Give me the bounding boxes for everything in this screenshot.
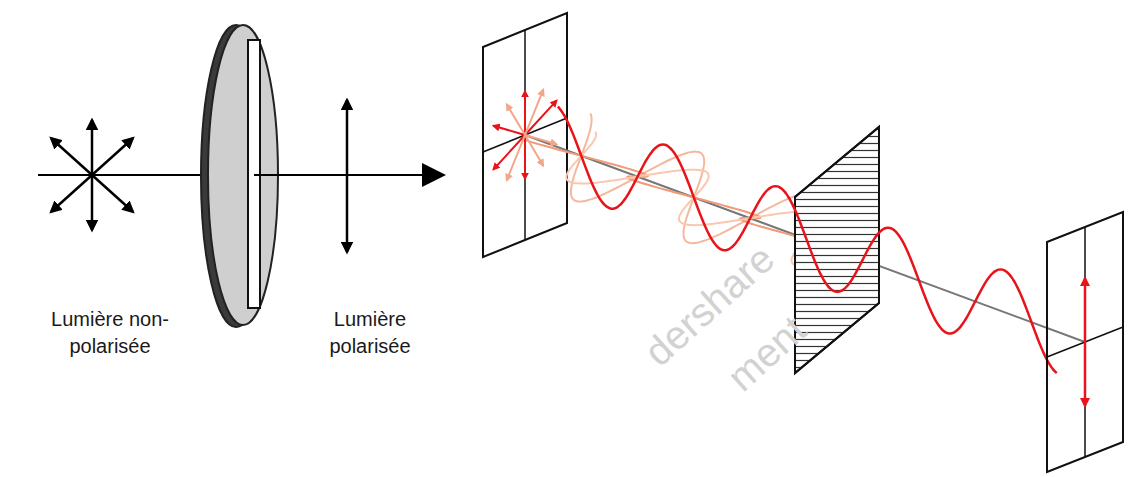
source-polarization-arrows bbox=[493, 90, 556, 181]
unpolarized-arrow bbox=[92, 138, 133, 175]
output-frame bbox=[1047, 212, 1123, 472]
caption-label: Lumière polarisée bbox=[310, 306, 430, 360]
polarization-direction-arrow bbox=[524, 135, 526, 179]
light-ray bbox=[38, 174, 208, 176]
polarization-direction-arrow bbox=[507, 135, 525, 180]
polarization-direction-arrow bbox=[525, 90, 543, 135]
polarization-direction-arrow bbox=[493, 135, 525, 170]
unpolarized-arrow bbox=[91, 175, 94, 230]
light-ray bbox=[254, 174, 425, 176]
unpolarized-arrow bbox=[51, 138, 92, 175]
polarization-direction-arrow bbox=[524, 91, 526, 135]
source-frame bbox=[483, 13, 567, 257]
caption-label: Lumière non-polarisée bbox=[30, 306, 190, 360]
unpolarized-arrow bbox=[92, 175, 133, 212]
polarization-direction-arrow bbox=[507, 104, 525, 135]
unpolarized-arrow bbox=[91, 120, 94, 175]
output-polarization-arrow bbox=[1084, 278, 1087, 406]
polarization-arrow bbox=[346, 100, 349, 252]
polarization-direction-arrow bbox=[525, 135, 543, 166]
ray-arrowhead bbox=[422, 163, 446, 187]
unpolarized-arrow bbox=[51, 175, 92, 212]
polarization-direction-arrow bbox=[525, 100, 557, 135]
